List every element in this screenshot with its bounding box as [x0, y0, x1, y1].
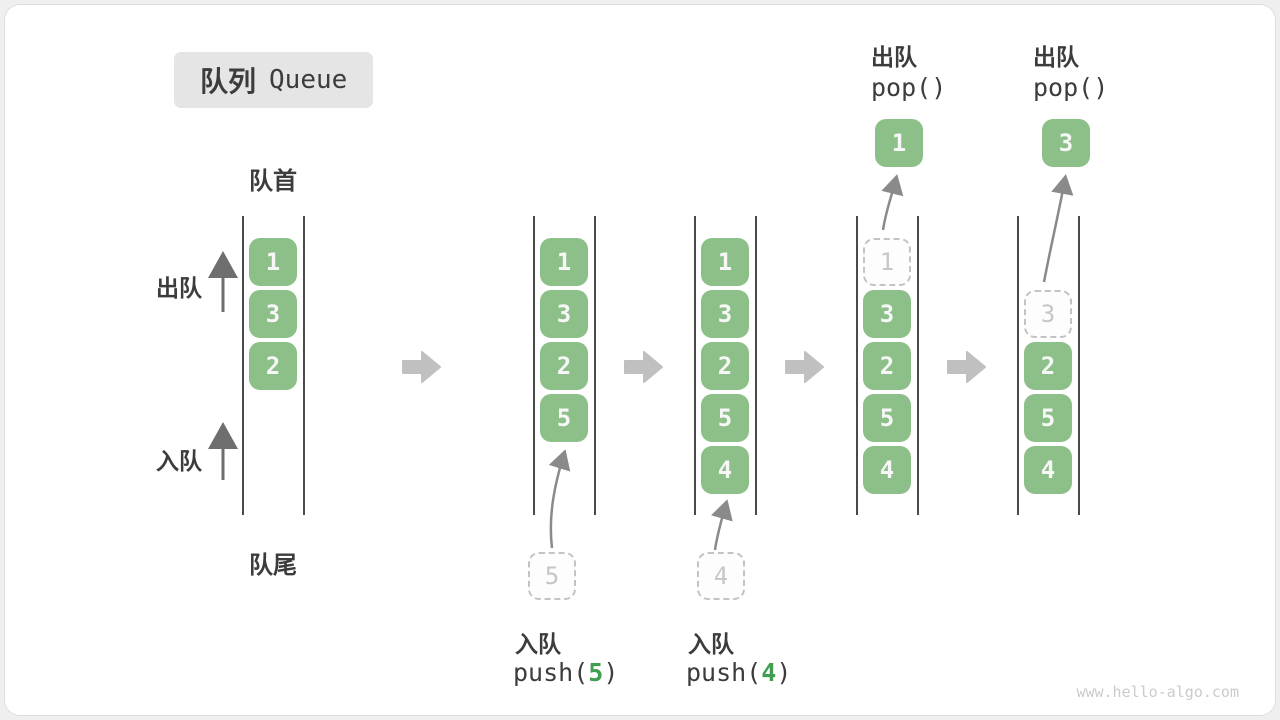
queue-cell: 1 [249, 238, 297, 286]
dequeue-op-label: 出队 [871, 44, 917, 70]
queue-cell: 2 [1024, 342, 1072, 390]
queue-front-label: 队首 [249, 168, 297, 195]
queue-cell: 5 [863, 394, 911, 442]
queue-cell: 2 [863, 342, 911, 390]
queue-wall-left [694, 216, 696, 515]
push-call-label: push(4) [686, 658, 791, 687]
push-call-arg: 5 [588, 658, 604, 687]
queue-cell: 1 [701, 238, 749, 286]
queue-wall-right [594, 216, 596, 515]
pop-call-label: pop() [1033, 73, 1109, 102]
state-transition-arrow-icon [947, 351, 986, 383]
push-call-pre: push( [686, 658, 762, 687]
state-transition-arrow-icon [785, 351, 824, 383]
figure-canvas: 队列 Queue 队首 队尾 出队 入队 1 3 2 1 3 2 5 5 入队 … [4, 4, 1276, 716]
popped-cell: 3 [1042, 119, 1090, 167]
enqueue-op-label: 入队 [515, 631, 561, 657]
pop3-arrow-icon [1042, 174, 1074, 283]
queue-cell: 5 [540, 394, 588, 442]
push-call-label: push(5) [513, 658, 618, 687]
state-transition-arrow-icon [624, 351, 663, 383]
queue-cell: 3 [701, 290, 749, 338]
queue-cell: 5 [1024, 394, 1072, 442]
queue-cell: 3 [540, 290, 588, 338]
queue-cell: 2 [540, 342, 588, 390]
removed-cell: 1 [863, 238, 911, 286]
state-transition-arrow-icon [402, 351, 441, 383]
queue-wall-left [1017, 216, 1019, 515]
title-chinese: 队列 [200, 66, 257, 97]
dequeue-side-label: 出队 [156, 275, 202, 301]
push-call-pre: push( [513, 658, 589, 687]
title-english: Queue [269, 65, 348, 95]
queue-wall-right [1078, 216, 1080, 515]
queue-wall-left [533, 216, 535, 515]
queue-cell: 4 [701, 446, 749, 494]
queue-cell: 4 [1024, 446, 1072, 494]
incoming-cell: 4 [697, 552, 745, 600]
title-chip: 队列 Queue [174, 52, 374, 108]
queue-cell: 2 [249, 342, 297, 390]
queue-wall-right [755, 216, 757, 515]
queue-wall-left [856, 216, 858, 515]
queue-cell: 3 [863, 290, 911, 338]
push-call-arg: 4 [761, 658, 777, 687]
queue-wall-left [242, 216, 244, 515]
queue-wall-right [303, 216, 305, 515]
push5-arrow-icon [548, 449, 571, 549]
dequeue-op-label: 出队 [1033, 44, 1079, 70]
enqueue-side-label: 入队 [156, 448, 202, 474]
pop1-arrow-icon [881, 174, 904, 231]
queue-cell: 3 [249, 290, 297, 338]
queue-wall-right [917, 216, 919, 515]
queue-cell: 1 [540, 238, 588, 286]
queue-cell: 5 [701, 394, 749, 442]
push-call-post: ) [603, 658, 619, 687]
pop-call-label: pop() [871, 73, 947, 102]
queue-cell: 4 [863, 446, 911, 494]
removed-cell: 3 [1024, 290, 1072, 338]
push4-arrow-icon [711, 499, 733, 551]
enqueue-op-label: 入队 [688, 631, 734, 657]
queue-cell: 2 [701, 342, 749, 390]
push-call-post: ) [776, 658, 792, 687]
watermark: www.hello-algo.com [1076, 683, 1239, 701]
popped-cell: 1 [875, 119, 923, 167]
incoming-cell: 5 [528, 552, 576, 600]
queue-rear-label: 队尾 [249, 552, 297, 579]
arrows-overlay [208, 174, 1074, 551]
